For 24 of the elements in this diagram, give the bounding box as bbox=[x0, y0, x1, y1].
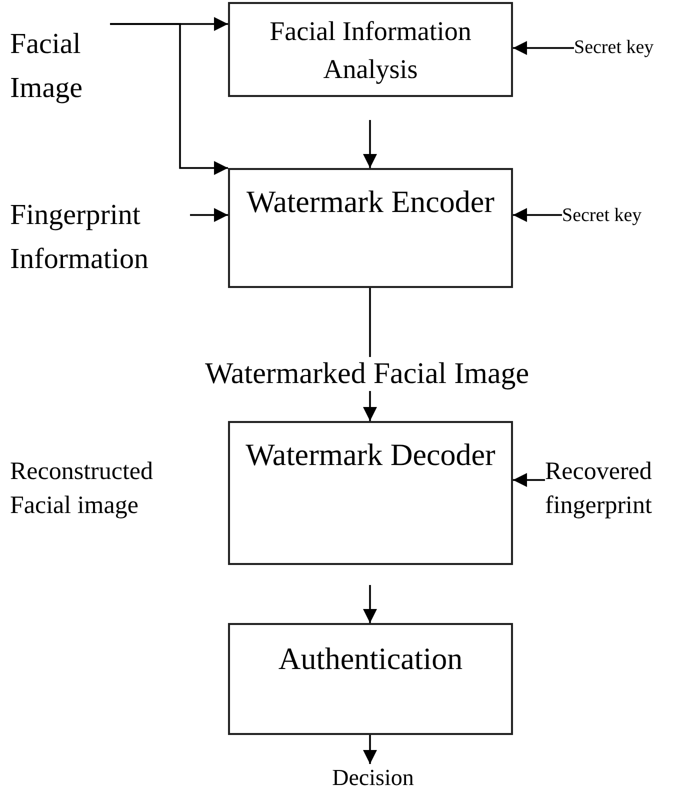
process-box bbox=[228, 623, 513, 735]
arrow bbox=[110, 23, 228, 175]
input-label: Facial Image bbox=[10, 27, 84, 106]
input-label: Fingerprint Information bbox=[10, 198, 150, 277]
arrow bbox=[190, 208, 228, 222]
arrow bbox=[513, 208, 562, 222]
input-label: Decision bbox=[331, 764, 415, 792]
output-label: Reconstructed Facial image bbox=[10, 457, 154, 521]
edge-label: Watermarked Facial Image bbox=[205, 356, 530, 390]
process-box bbox=[228, 421, 513, 565]
arrow bbox=[363, 585, 377, 623]
box-title: Watermark Encoder bbox=[246, 183, 496, 221]
arrow bbox=[363, 120, 377, 168]
box-title: Facial Information Analysis bbox=[268, 15, 472, 86]
arrow bbox=[513, 473, 545, 487]
input-label: Secret key bbox=[562, 204, 643, 228]
input-label: Recovered fingerprint bbox=[545, 457, 653, 521]
arrow bbox=[363, 735, 377, 764]
process-box bbox=[228, 168, 513, 288]
box-title: Authentication bbox=[277, 640, 464, 678]
process-box bbox=[228, 2, 513, 97]
input-label: Secret key bbox=[574, 36, 655, 60]
box-title: Watermark Decoder bbox=[244, 436, 496, 474]
arrow bbox=[513, 41, 574, 55]
